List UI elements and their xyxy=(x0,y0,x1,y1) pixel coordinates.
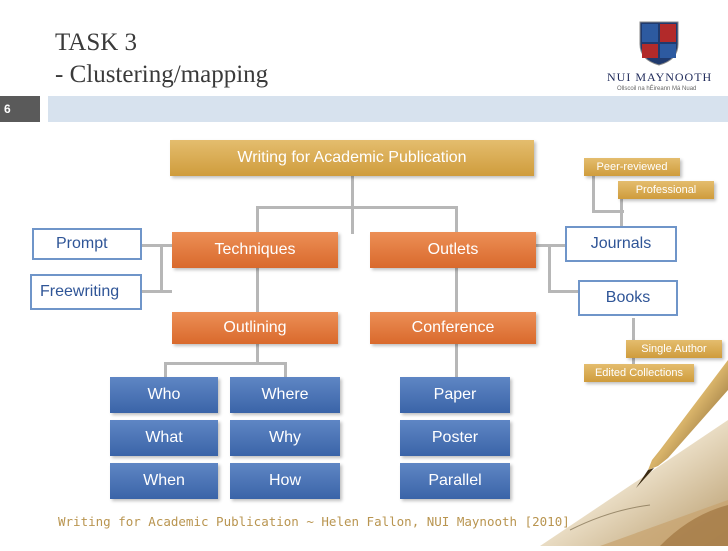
connector-peer-horizontal xyxy=(592,210,624,213)
footer-citation: Writing for Academic Publication ~ Helen… xyxy=(58,514,570,529)
connector-to-where xyxy=(284,362,287,378)
connector-prompt-freewriting xyxy=(160,244,163,293)
connector-to-outlets xyxy=(455,206,458,234)
header-bar-gap xyxy=(40,96,48,122)
connector-outlets-journals xyxy=(536,244,566,247)
connector-outlining-down xyxy=(256,342,259,364)
logo-subtitle: Ollscoil na hÉireann Má Nuad xyxy=(617,86,697,92)
connector-root-vertical xyxy=(351,174,354,234)
connector-freewriting xyxy=(142,290,172,293)
node-parallel: Parallel xyxy=(400,463,510,499)
node-conference: Conference xyxy=(370,312,536,344)
connector-outlining-horizontal xyxy=(164,362,286,365)
connector-outlets-conference xyxy=(455,268,458,312)
logo-name: NUI MAYNOOTH xyxy=(607,70,713,84)
connector-conference-paper xyxy=(455,342,458,378)
node-professional: Professional xyxy=(618,181,714,199)
university-crest-logo xyxy=(638,20,680,66)
connector-to-books xyxy=(548,290,578,293)
slide-number: 6 xyxy=(0,96,40,122)
node-what: What xyxy=(110,420,218,456)
node-freewriting: Freewriting xyxy=(30,274,142,310)
connector-to-techniques xyxy=(256,206,259,234)
node-why: Why xyxy=(230,420,340,456)
node-books: Books xyxy=(578,280,678,316)
connector-peer-reviewed xyxy=(592,176,595,212)
connector-to-who xyxy=(164,362,167,378)
node-peer-reviewed: Peer-reviewed xyxy=(584,158,680,176)
connector-professional xyxy=(620,190,623,230)
node-when: When xyxy=(110,463,218,499)
node-prompt: Prompt xyxy=(32,228,142,260)
node-paper: Paper xyxy=(400,377,510,413)
node-who: Who xyxy=(110,377,218,413)
header-bar xyxy=(0,96,728,122)
connector-prompt xyxy=(142,244,172,247)
node-edited-collections: Edited Collections xyxy=(584,364,694,382)
connector-journals-books-vertical xyxy=(548,244,551,292)
node-single-author: Single Author xyxy=(626,340,722,358)
slide-title-line2: - Clustering/mapping xyxy=(55,61,269,88)
node-where: Where xyxy=(230,377,340,413)
node-journals: Journals xyxy=(565,226,677,262)
node-outlets: Outlets xyxy=(370,232,536,268)
node-how: How xyxy=(230,463,340,499)
node-techniques: Techniques xyxy=(172,232,338,268)
node-outlining: Outlining xyxy=(172,312,338,344)
pen-writing-image xyxy=(540,300,728,546)
connector-techniques-outlining xyxy=(256,268,259,312)
slide-title-line1: TASK 3 xyxy=(55,29,138,56)
node-poster: Poster xyxy=(400,420,510,456)
connector-root-horizontal xyxy=(256,206,456,209)
node-writing-for-academic-publication: Writing for Academic Publication xyxy=(170,140,534,176)
